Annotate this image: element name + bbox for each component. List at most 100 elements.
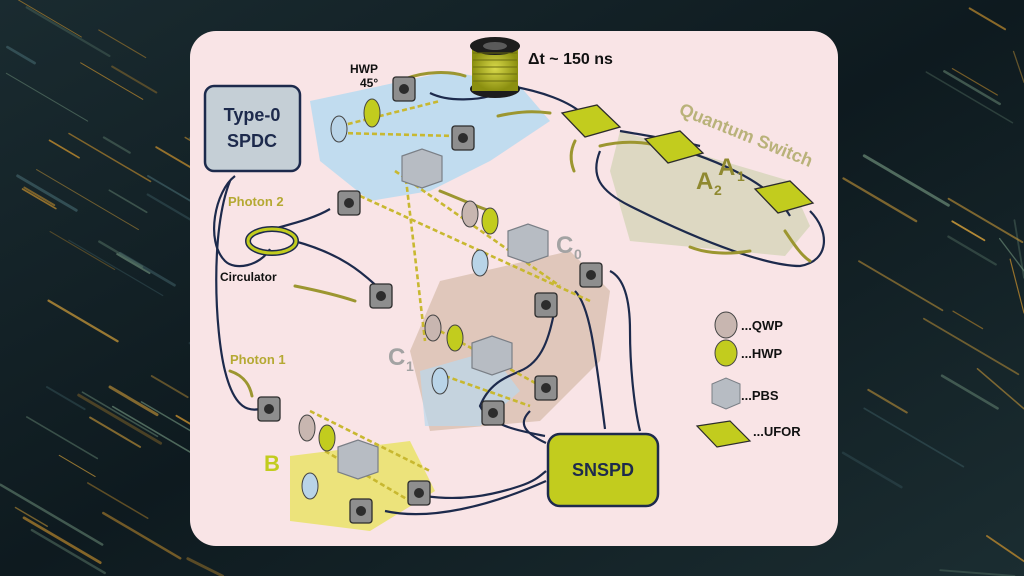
circuit-trace xyxy=(858,260,944,312)
switch-region-shade xyxy=(610,131,810,256)
legend-pbs-symbol xyxy=(711,377,741,410)
circuit-trace xyxy=(25,6,111,58)
circuit-trace xyxy=(18,0,82,38)
circuit-trace xyxy=(98,240,144,268)
circuit-trace xyxy=(951,68,998,96)
circuit-trace xyxy=(951,220,986,242)
circuit-trace xyxy=(5,72,89,122)
circuit-trace xyxy=(87,482,149,519)
circuit-trace xyxy=(998,237,1024,272)
circuit-trace xyxy=(102,511,182,560)
legend: ...QWP ...HWP ...PBS ...UFOR xyxy=(695,311,801,448)
circuit-trace xyxy=(925,71,1014,124)
diagram-card: Type-0 SPDC Δt ~ 150 ns HWP 45° xyxy=(190,31,838,546)
circulator-ring xyxy=(245,226,299,256)
circuit-trace xyxy=(80,62,144,100)
legend-qwp-label: ...QWP xyxy=(741,318,783,333)
ufor-modules xyxy=(560,104,815,214)
circuit-trace xyxy=(923,317,1020,376)
legend-ufor-label: ...UFOR xyxy=(753,424,801,439)
circuit-trace xyxy=(47,299,119,343)
fiber-delay-coil xyxy=(470,37,520,98)
circuit-trace xyxy=(947,235,997,266)
photon-2-label: Photon 2 xyxy=(228,194,284,209)
circuit-trace xyxy=(111,65,158,94)
legend-hwp-symbol xyxy=(714,339,738,367)
circuit-trace xyxy=(6,45,36,65)
pbs-cubes xyxy=(337,148,549,480)
station-b-label: B xyxy=(264,451,280,476)
qwp-switch-plate xyxy=(330,115,348,143)
legend-hwp-label: ...HWP xyxy=(741,346,782,361)
collimator-lenses xyxy=(264,84,596,516)
snspd-detector-box: SNSPD xyxy=(546,432,660,508)
circuit-trace xyxy=(842,177,918,223)
circulator-label: Circulator xyxy=(220,270,277,284)
circuit-trace xyxy=(943,70,1001,106)
source-line-2: SPDC xyxy=(227,131,277,151)
circuit-trace xyxy=(81,391,159,438)
circuit-trace xyxy=(986,535,1024,563)
circuit-trace xyxy=(108,189,148,214)
circuit-trace xyxy=(0,483,104,546)
station-c0-letter: C xyxy=(556,232,573,259)
arm-a2-letter: A xyxy=(696,168,713,195)
hwp-angle-label: 45° xyxy=(360,76,378,90)
circuit-trace xyxy=(976,368,1024,410)
hwp-label: HWP xyxy=(350,62,378,76)
circuit-trace xyxy=(16,174,78,212)
circuit-trace xyxy=(867,388,908,414)
circuit-trace xyxy=(23,186,56,207)
station-c0-sub: 0 xyxy=(574,246,582,262)
hwp-45-plate xyxy=(363,98,381,128)
circuit-trace xyxy=(862,154,950,207)
station-c1-sub: 1 xyxy=(406,358,414,374)
flow-arrows xyxy=(228,71,812,398)
station-c1-letter: C xyxy=(388,344,405,371)
circuit-trace xyxy=(968,7,1007,31)
circuit-trace xyxy=(48,139,80,159)
circuit-trace xyxy=(863,407,965,468)
circuit-trace xyxy=(118,251,176,287)
circuit-trace xyxy=(36,169,139,231)
arm-a1-sub: 1 xyxy=(737,168,745,184)
circuit-trace xyxy=(30,528,106,575)
setup-diagram: Type-0 SPDC Δt ~ 150 ns HWP 45° xyxy=(203,37,825,531)
circuit-trace xyxy=(26,416,99,460)
station-waveplates xyxy=(298,200,499,500)
circuit-trace xyxy=(108,385,159,417)
circuit-trace xyxy=(89,416,142,448)
circuit-trace xyxy=(21,188,57,210)
circuit-trace xyxy=(46,386,86,411)
circuit-trace xyxy=(116,253,151,275)
circuit-trace xyxy=(952,310,984,330)
circuit-trace xyxy=(22,516,102,565)
circuit-trace xyxy=(1012,50,1024,83)
snspd-label: SNSPD xyxy=(572,460,634,480)
circuit-trace xyxy=(947,197,1024,244)
arm-a1-letter: A xyxy=(718,154,735,181)
source-line-1: Type-0 xyxy=(224,105,281,125)
legend-pbs-label: ...PBS xyxy=(741,388,779,403)
b-station-glow xyxy=(290,441,435,531)
spdc-source-box: Type-0 SPDC xyxy=(203,84,302,173)
legend-qwp-symbol xyxy=(714,311,738,339)
circuit-trace xyxy=(186,557,225,576)
circuit-trace xyxy=(98,29,147,59)
circuit-trace xyxy=(49,231,116,271)
circuit-trace xyxy=(841,451,903,489)
circuit-trace xyxy=(150,375,189,399)
circuit-trace xyxy=(1009,258,1024,314)
circuit-trace xyxy=(111,405,193,454)
circuit-trace xyxy=(940,374,999,410)
circuit-trace xyxy=(939,569,1016,576)
circuit-trace xyxy=(68,239,164,297)
delay-label: Δt ~ 150 ns xyxy=(528,51,613,68)
arm-a2-sub: 2 xyxy=(714,182,722,198)
circuit-trace xyxy=(58,454,96,478)
photon-1-label: Photon 1 xyxy=(230,352,286,367)
circuit-trace xyxy=(68,132,152,183)
circuit-trace xyxy=(102,136,131,154)
legend-ufor-symbol xyxy=(695,420,752,448)
circuit-trace xyxy=(77,393,163,445)
